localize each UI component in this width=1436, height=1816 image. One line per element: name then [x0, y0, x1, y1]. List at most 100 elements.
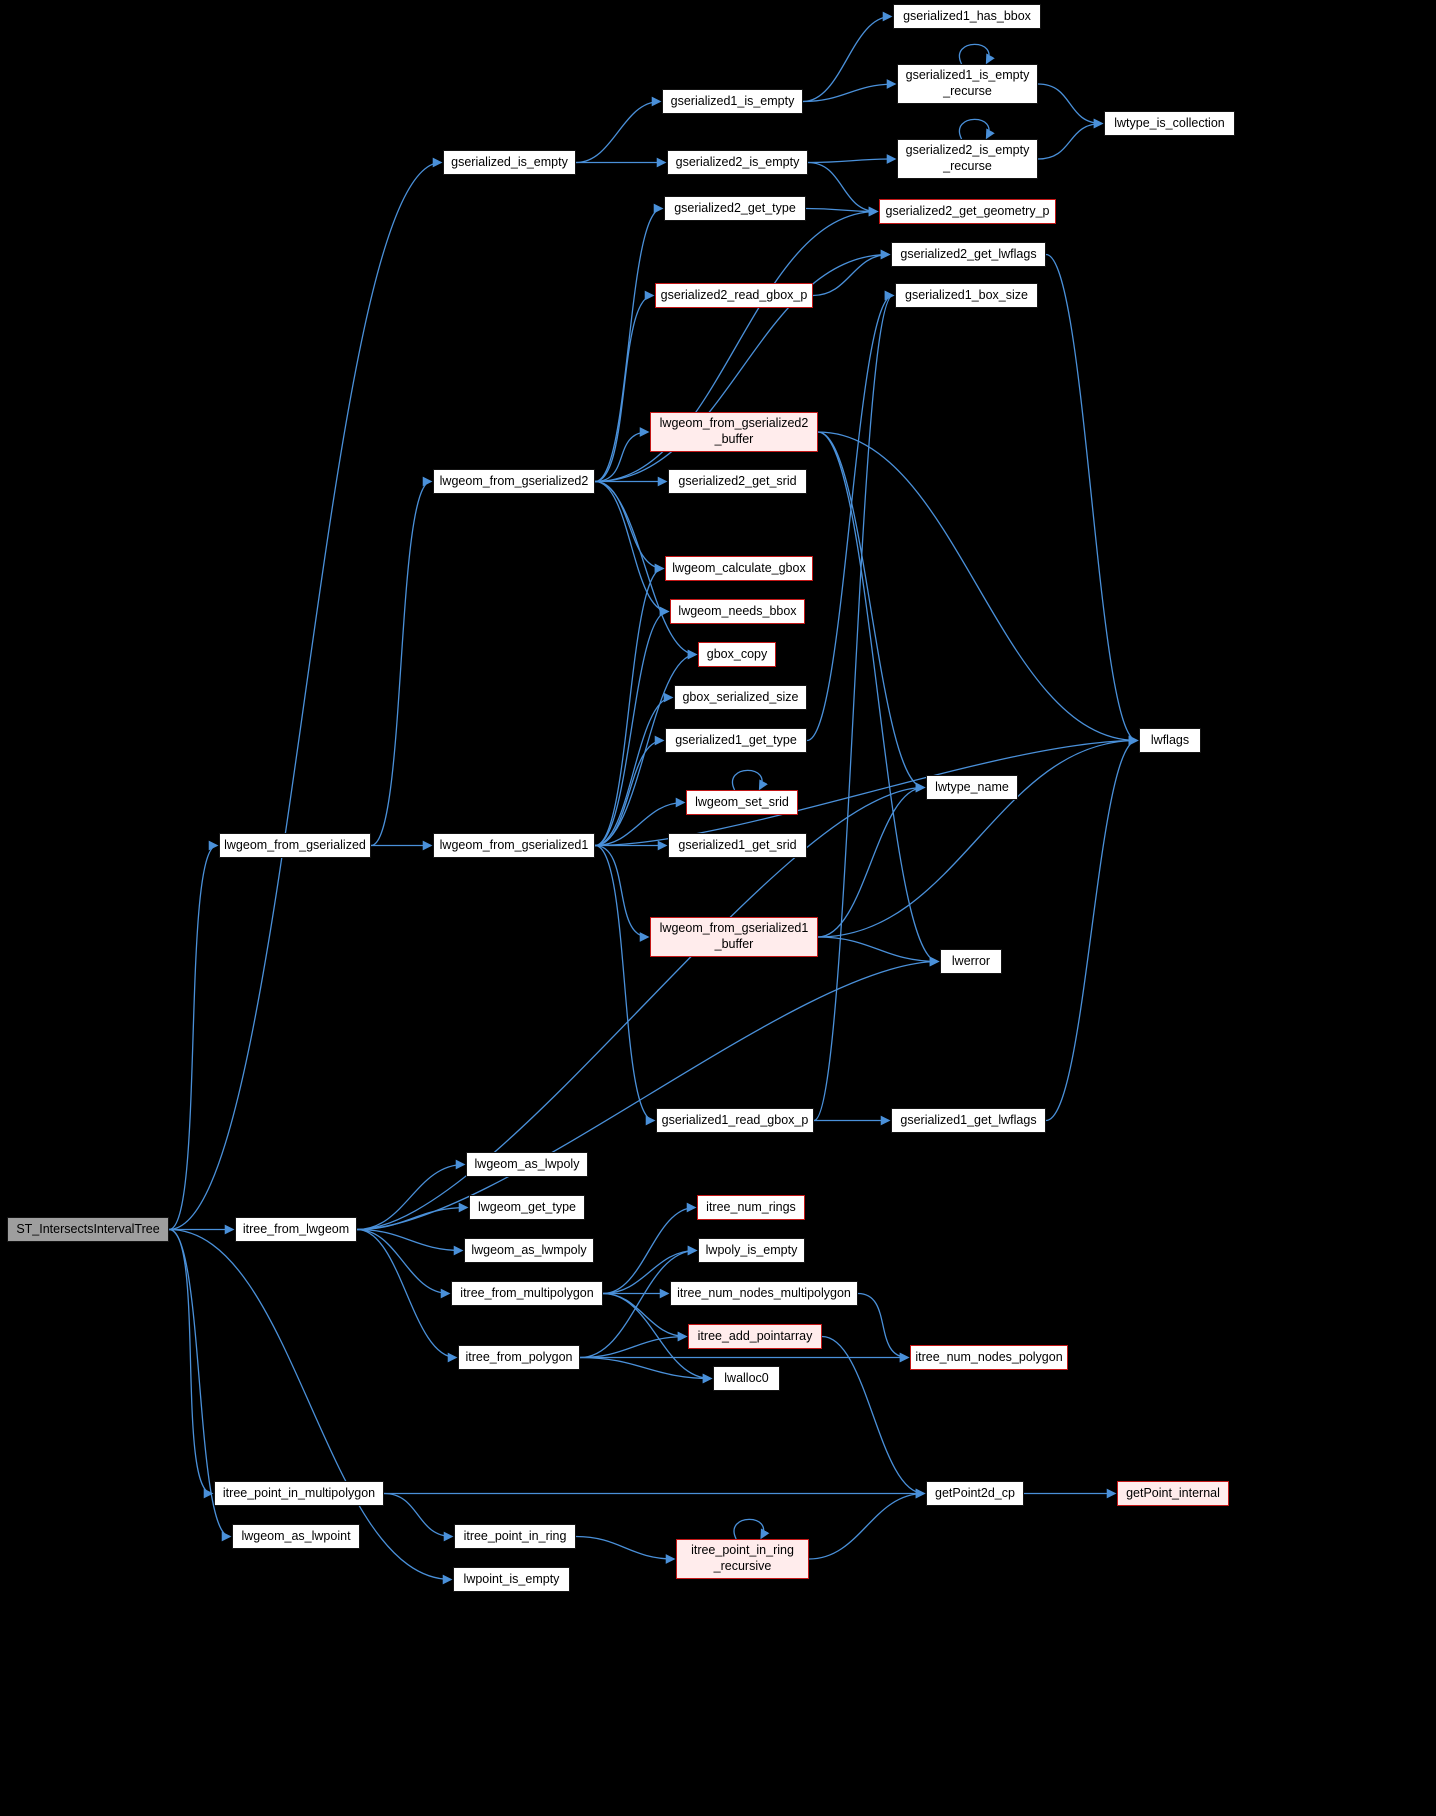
call-edge-gserialized2_is_empty--gserialized2_is_empty_recurse: [807, 154, 897, 164]
call-edge-itree_from_lwgeom--lwgeom_as_lwpoly: [356, 1159, 466, 1231]
node-lwgeom_from_gserialized2_buffer[interactable]: lwgeom_from_gserialized2 _buffer: [650, 412, 818, 452]
call-edge-lwgeom_from_gserialized1--lwgeom_from_gserialized1_buffer: [594, 844, 650, 942]
node-label: lwgeom_needs_bbox: [678, 603, 797, 618]
node-gserialized2_get_type[interactable]: gserialized2_get_type: [664, 196, 806, 221]
node-gserialized1_read_gbox_p[interactable]: gserialized1_read_gbox_p: [656, 1108, 814, 1133]
node-lwgeom_from_gserialized1[interactable]: lwgeom_from_gserialized1: [433, 833, 595, 858]
node-lwgeom_needs_bbox[interactable]: lwgeom_needs_bbox: [670, 599, 805, 624]
call-edge-itree_from_multipolygon--lwpoly_is_empty: [602, 1245, 698, 1295]
node-lwalloc0[interactable]: lwalloc0: [713, 1366, 780, 1391]
node-lwgeom_get_type[interactable]: lwgeom_get_type: [469, 1195, 585, 1220]
call-edge-lwgeom_from_gserialized1_buffer--lwflags: [817, 735, 1139, 938]
node-itree_num_nodes_multipolygon[interactable]: itree_num_nodes_multipolygon: [670, 1281, 858, 1306]
node-getPoint2d_cp[interactable]: getPoint2d_cp: [926, 1481, 1024, 1506]
node-label: gserialized1_has_bbox: [903, 8, 1031, 23]
node-label: lwgeom_from_gserialized2: [439, 473, 589, 488]
node-gserialized1_get_type[interactable]: gserialized1_get_type: [665, 728, 807, 753]
node-itree_point_in_ring_recursive[interactable]: itree_point_in_ring _recursive: [676, 1539, 809, 1579]
node-gserialized_is_empty[interactable]: gserialized_is_empty: [443, 150, 576, 175]
call-edge-lwgeom_from_gserialized1_buffer--lwtype_name: [817, 782, 926, 938]
call-edge-lwgeom_from_gserialized2_buffer--lwerror: [817, 431, 940, 967]
node-itree_add_pointarray[interactable]: itree_add_pointarray: [688, 1324, 822, 1349]
node-gserialized2_get_lwflags[interactable]: gserialized2_get_lwflags: [891, 242, 1046, 267]
call-edge-gserialized1_is_empty_recurse--lwtype_is_collection: [1037, 83, 1104, 129]
node-label: lwgeom_from_gserialized: [224, 837, 366, 852]
node-label: lwgeom_set_srid: [695, 794, 789, 809]
node-lwpoint_is_empty[interactable]: lwpoint_is_empty: [453, 1567, 570, 1592]
node-gserialized2_get_srid[interactable]: gserialized2_get_srid: [668, 469, 807, 494]
node-label: gserialized2_get_geometry_p: [885, 203, 1050, 218]
node-label: gserialized1_get_srid: [678, 837, 797, 852]
call-edge-itree_from_multipolygon--lwalloc0: [602, 1292, 713, 1384]
node-label: gserialized1_read_gbox_p: [661, 1112, 809, 1127]
call-edge-lwgeom_from_gserialized2_buffer--lwflags: [817, 431, 1139, 746]
node-gserialized1_get_lwflags[interactable]: gserialized1_get_lwflags: [891, 1108, 1046, 1133]
call-edge-gserialized1_is_empty--gserialized1_is_empty_recurse: [802, 79, 897, 103]
node-lwgeom_as_lwpoly[interactable]: lwgeom_as_lwpoly: [466, 1152, 588, 1177]
node-gserialized1_is_empty[interactable]: gserialized1_is_empty: [662, 89, 803, 114]
node-lwerror[interactable]: lwerror: [940, 949, 1002, 974]
node-lwgeom_set_srid[interactable]: lwgeom_set_srid: [686, 790, 798, 815]
node-label: lwgeom_as_lwpoly: [474, 1156, 580, 1171]
node-lwgeom_as_lwpoint[interactable]: lwgeom_as_lwpoint: [232, 1524, 360, 1549]
node-gserialized1_has_bbox[interactable]: gserialized1_has_bbox: [893, 4, 1041, 29]
node-label: itree_num_nodes_polygon: [915, 1349, 1063, 1364]
call-edge-lwgeom_from_gserialized2--gserialized2_get_type: [594, 203, 664, 483]
node-lwgeom_as_lwmpoly[interactable]: lwgeom_as_lwmpoly: [464, 1238, 594, 1263]
call-edge-lwgeom_from_gserialized2--gserialized2_get_lwflags: [594, 249, 891, 483]
call-edge-lwgeom_from_gserialized2--lwgeom_calculate_gbox: [594, 480, 665, 574]
node-label: lwgeom_get_type: [478, 1199, 576, 1214]
call-edge-lwgeom_from_gserialized2--lwgeom_from_gserialized2_buffer: [594, 427, 650, 483]
node-gserialized2_is_empty[interactable]: gserialized2_is_empty: [667, 150, 808, 175]
node-gbox_serialized_size[interactable]: gbox_serialized_size: [674, 685, 807, 710]
node-ST_IntersectsIntervalTree[interactable]: ST_IntersectsIntervalTree: [7, 1217, 169, 1242]
node-gserialized1_box_size[interactable]: gserialized1_box_size: [895, 283, 1038, 308]
node-label: ST_IntersectsIntervalTree: [16, 1221, 160, 1236]
node-lwflags[interactable]: lwflags: [1139, 728, 1201, 753]
node-itree_num_rings[interactable]: itree_num_rings: [697, 1195, 805, 1220]
call-edge-ST_IntersectsIntervalTree--gserialized_is_empty: [168, 157, 443, 1231]
call-edge-itree_num_nodes_multipolygon--itree_num_nodes_polygon: [857, 1292, 910, 1363]
call-edge-lwgeom_from_gserialized1--lwgeom_calculate_gbox: [594, 563, 665, 847]
node-label: lwtype_name: [935, 779, 1009, 794]
node-gserialized2_read_gbox_p[interactable]: gserialized2_read_gbox_p: [655, 283, 813, 308]
node-gserialized2_is_empty_recurse[interactable]: gserialized2_is_empty _recurse: [897, 139, 1038, 179]
node-getPoint_internal[interactable]: getPoint_internal: [1117, 1481, 1229, 1506]
node-lwgeom_from_gserialized2[interactable]: lwgeom_from_gserialized2: [433, 469, 595, 494]
call-edge-lwgeom_from_gserialized2--gserialized2_read_gbox_p: [594, 290, 655, 483]
node-itree_from_polygon[interactable]: itree_from_polygon: [458, 1345, 580, 1370]
node-label: gserialized_is_empty: [451, 154, 568, 169]
call-edge-itree_point_in_ring--itree_point_in_ring_recursive: [575, 1535, 676, 1564]
node-gserialized2_get_geometry_p[interactable]: gserialized2_get_geometry_p: [879, 199, 1056, 224]
node-label: gserialized1_is_empty: [670, 93, 795, 108]
node-lwtype_is_collection[interactable]: lwtype_is_collection: [1104, 111, 1235, 136]
node-label: gserialized2_get_lwflags: [900, 246, 1037, 261]
node-lwgeom_calculate_gbox[interactable]: lwgeom_calculate_gbox: [665, 556, 813, 581]
node-gbox_copy[interactable]: gbox_copy: [698, 642, 776, 667]
node-label: itree_num_rings: [706, 1199, 796, 1214]
node-label: itree_from_lwgeom: [242, 1221, 350, 1236]
node-itree_point_in_ring[interactable]: itree_point_in_ring: [454, 1524, 576, 1549]
node-gserialized1_get_srid[interactable]: gserialized1_get_srid: [668, 833, 807, 858]
node-label: gserialized2_get_type: [674, 200, 796, 215]
call-edge-lwgeom_from_gserialized1--lwflags: [594, 735, 1139, 847]
call-edge-itree_from_lwgeom--lwgeom_as_lwmpoly: [356, 1228, 464, 1256]
node-lwgeom_from_gserialized1_buffer[interactable]: lwgeom_from_gserialized1 _buffer: [650, 917, 818, 957]
node-itree_point_in_multipolygon[interactable]: itree_point_in_multipolygon: [214, 1481, 384, 1506]
call-edge-lwgeom_from_gserialized2--gbox_copy: [594, 480, 698, 660]
node-lwgeom_from_gserialized[interactable]: lwgeom_from_gserialized: [219, 833, 371, 858]
node-itree_num_nodes_polygon[interactable]: itree_num_nodes_polygon: [910, 1345, 1068, 1370]
call-edge-itree_point_in_ring_recursive--getPoint2d_cp: [808, 1488, 926, 1560]
node-itree_from_multipolygon[interactable]: itree_from_multipolygon: [451, 1281, 603, 1306]
call-edge-lwgeom_from_gserialized1--gserialized1_read_gbox_p: [594, 844, 656, 1126]
node-label: itree_point_in_multipolygon: [222, 1485, 376, 1500]
call-edge-ST_IntersectsIntervalTree--lwgeom_as_lwpoint: [168, 1228, 232, 1542]
node-lwpoly_is_empty[interactable]: lwpoly_is_empty: [698, 1238, 805, 1263]
node-gserialized1_is_empty_recurse[interactable]: gserialized1_is_empty _recurse: [897, 64, 1038, 104]
call-edge-gserialized2_is_empty--gserialized2_get_geometry_p: [807, 161, 879, 217]
node-label: lwpoly_is_empty: [705, 1242, 798, 1257]
node-lwtype_name[interactable]: lwtype_name: [926, 775, 1018, 800]
call-edge-gserialized_is_empty--gserialized1_is_empty: [575, 96, 662, 164]
node-itree_from_lwgeom[interactable]: itree_from_lwgeom: [235, 1217, 357, 1242]
